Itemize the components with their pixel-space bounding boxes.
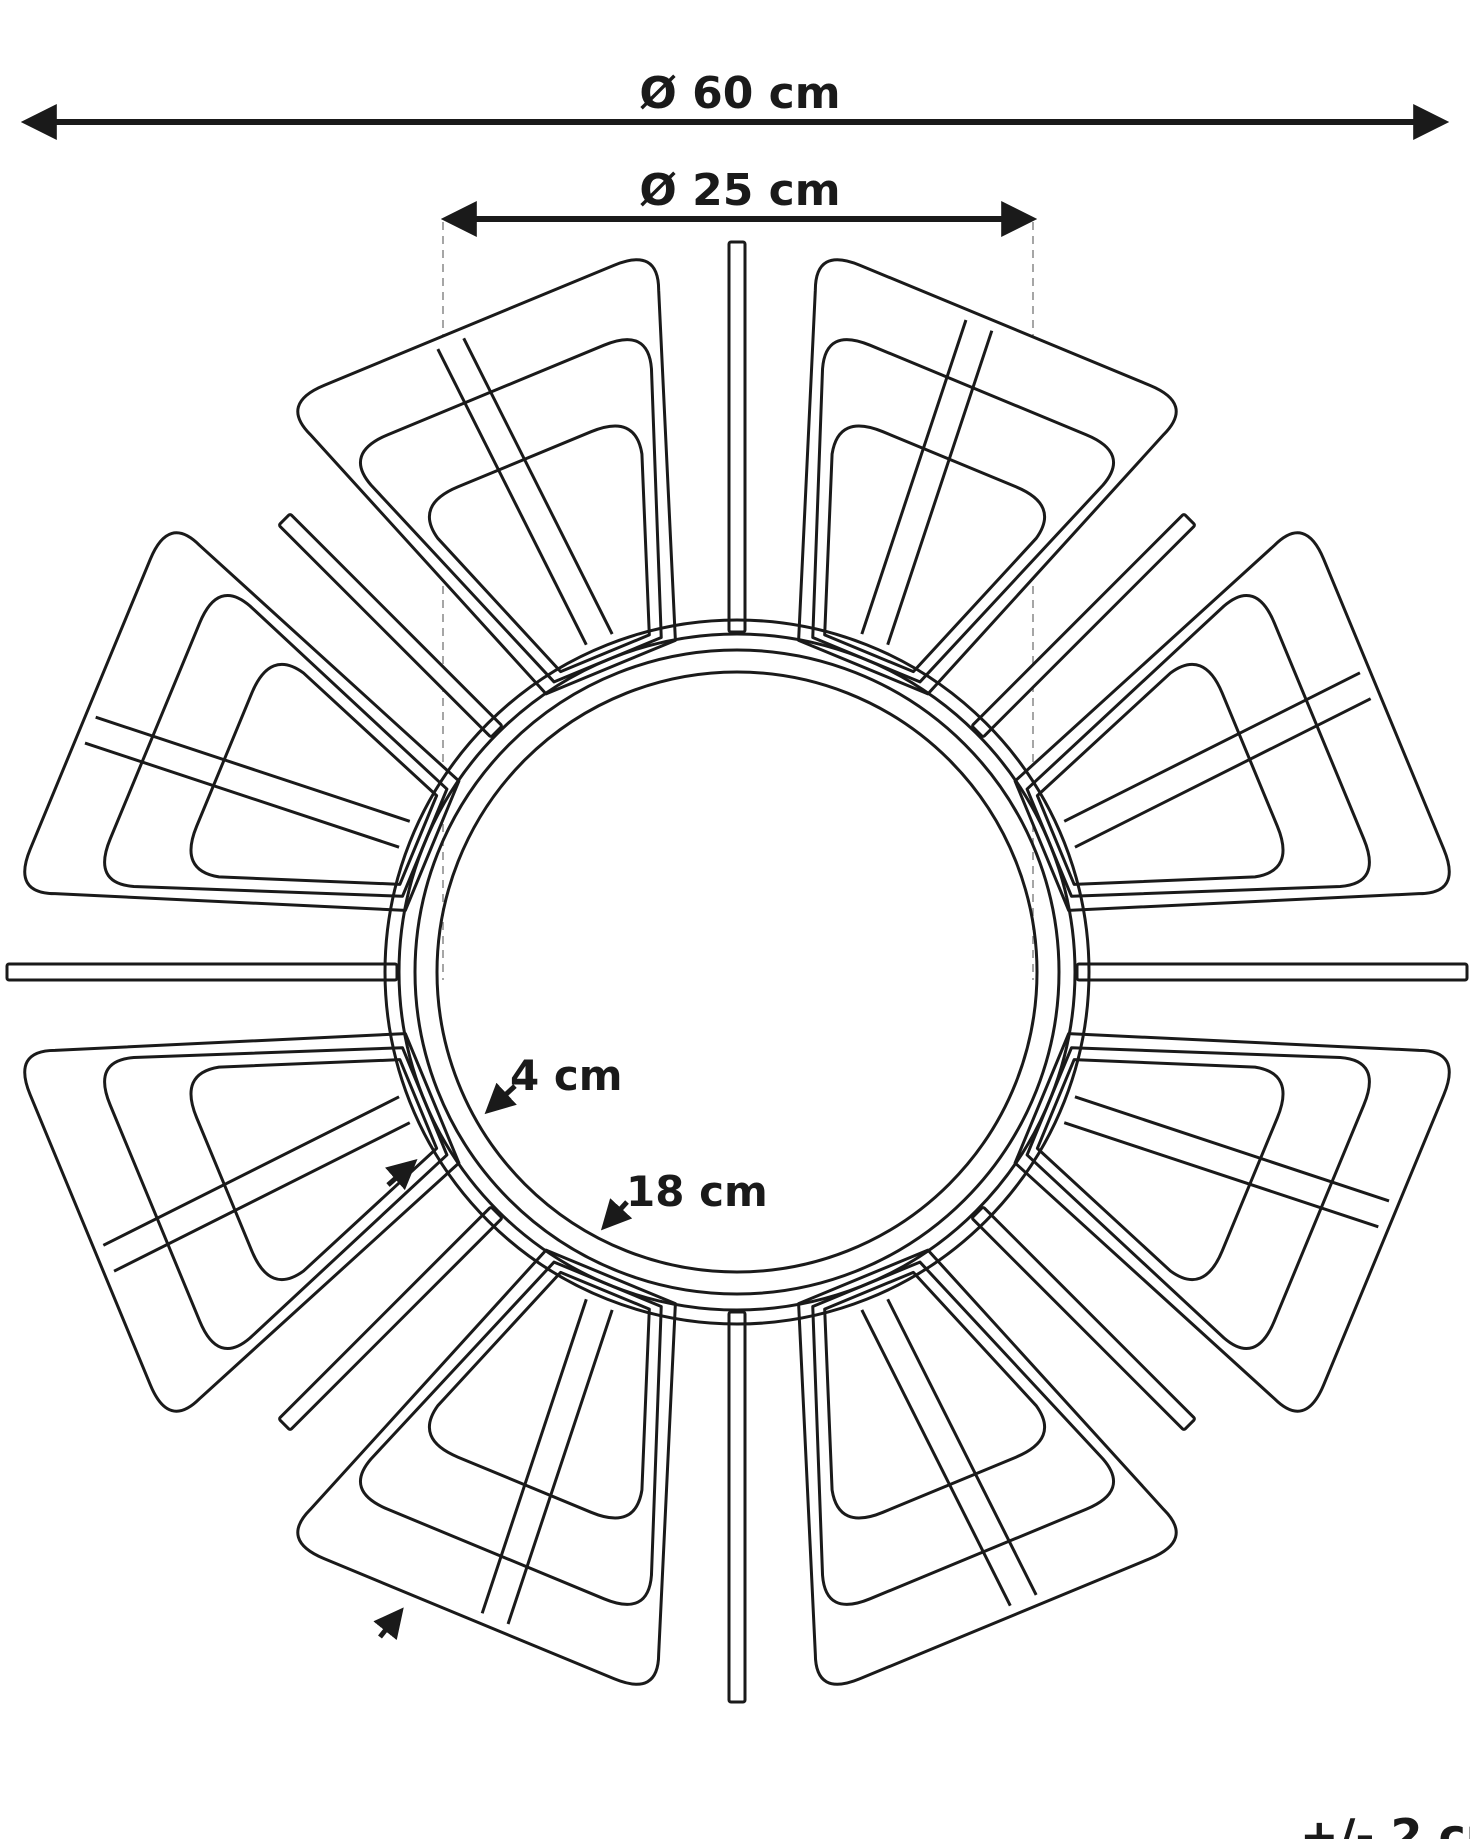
petal-outline xyxy=(296,1248,677,1686)
petal-outline xyxy=(427,1270,651,1520)
petal-outline xyxy=(823,1270,1047,1520)
mirror-diameter-label: Ø 25 cm xyxy=(639,165,840,216)
glass-diameter-dimension: 18 cm xyxy=(600,1167,768,1231)
petal-outline xyxy=(797,1248,1178,1686)
petal-group xyxy=(23,258,1451,1686)
petal-outline xyxy=(103,594,449,898)
petal-rib xyxy=(1074,1095,1390,1203)
outer-diameter-dimension: Ø 60 cm xyxy=(20,68,1450,140)
petal-edge-arrow xyxy=(373,1607,404,1641)
petal-outline xyxy=(1035,662,1285,886)
petal xyxy=(296,1248,677,1686)
petal-outline xyxy=(189,662,439,886)
frame-width-dimension: 4 cm xyxy=(385,1051,623,1191)
mirror-glass xyxy=(435,670,1039,1274)
spoke-rod xyxy=(278,1206,503,1431)
petal-outline xyxy=(811,338,1115,684)
petal-outline xyxy=(1025,1046,1371,1350)
petal-outline xyxy=(189,1058,439,1282)
petal xyxy=(1013,531,1451,912)
petal-outline xyxy=(359,1260,663,1606)
petal-rib xyxy=(95,715,411,823)
petal xyxy=(1013,1032,1451,1413)
spoke xyxy=(971,1206,1196,1431)
spoke xyxy=(727,1310,747,1704)
spoke xyxy=(971,513,1196,738)
petal-outline xyxy=(23,1032,461,1413)
frame-width-label: 4 cm xyxy=(510,1051,623,1100)
petal-outline xyxy=(1013,531,1451,912)
petal-outline xyxy=(1025,594,1371,898)
petal-outline xyxy=(23,531,461,912)
petal xyxy=(23,1032,461,1413)
petal-outline xyxy=(1035,1058,1285,1282)
spoke-rod xyxy=(5,962,399,982)
spoke xyxy=(5,962,399,982)
petal-outline xyxy=(823,424,1047,674)
spoke xyxy=(278,1206,503,1431)
outer-diameter-label: Ø 60 cm xyxy=(639,68,840,119)
glass-diameter-label: 18 cm xyxy=(626,1167,768,1216)
spoke-rod xyxy=(727,1310,747,1704)
spoke-group xyxy=(5,240,1469,1704)
petal-rib xyxy=(860,1309,1012,1607)
petal-rib xyxy=(84,741,400,849)
spoke xyxy=(1075,962,1469,982)
petal-outline xyxy=(811,1260,1115,1606)
petal-outline xyxy=(103,1046,449,1350)
petal-rib xyxy=(860,319,968,635)
petal xyxy=(296,258,677,696)
spoke-rod xyxy=(971,513,1196,738)
petal-rib xyxy=(436,348,588,646)
frame-width-arrow-inner xyxy=(484,1082,517,1115)
spoke-rod xyxy=(278,513,503,738)
petal-rib xyxy=(1063,1121,1379,1229)
petal-outline xyxy=(1013,1032,1451,1413)
petal xyxy=(797,1248,1178,1686)
petal-rib xyxy=(462,337,614,635)
frame-width-arrow-outer xyxy=(385,1159,418,1191)
frame-ring-3 xyxy=(413,648,1061,1296)
petal-rib xyxy=(506,1309,614,1625)
spoke-rod xyxy=(971,1206,1196,1431)
spoke xyxy=(727,240,747,634)
petal-outline xyxy=(427,424,651,674)
glass-diameter-arrow xyxy=(600,1198,633,1231)
petal-outline xyxy=(359,338,663,684)
tolerance-label: +/- 2 cm xyxy=(1300,1809,1470,1839)
petal-rib xyxy=(886,1298,1038,1596)
spoke xyxy=(278,513,503,738)
petal xyxy=(23,531,461,912)
spoke-rod xyxy=(727,240,747,634)
mirror-frame xyxy=(383,618,1091,1326)
petal-rib xyxy=(1074,697,1372,849)
petal-rib xyxy=(480,1298,588,1614)
petal-rib xyxy=(102,1095,400,1247)
petal-outline xyxy=(797,258,1178,696)
petal xyxy=(797,258,1178,696)
petal-outline xyxy=(296,258,677,696)
frame-outer-ring xyxy=(383,618,1091,1326)
petal-rib xyxy=(1063,671,1361,823)
petal-rib xyxy=(886,330,994,646)
frame-ring-2 xyxy=(397,632,1077,1312)
spoke-rod xyxy=(1075,962,1469,982)
petal-rib xyxy=(113,1121,411,1273)
